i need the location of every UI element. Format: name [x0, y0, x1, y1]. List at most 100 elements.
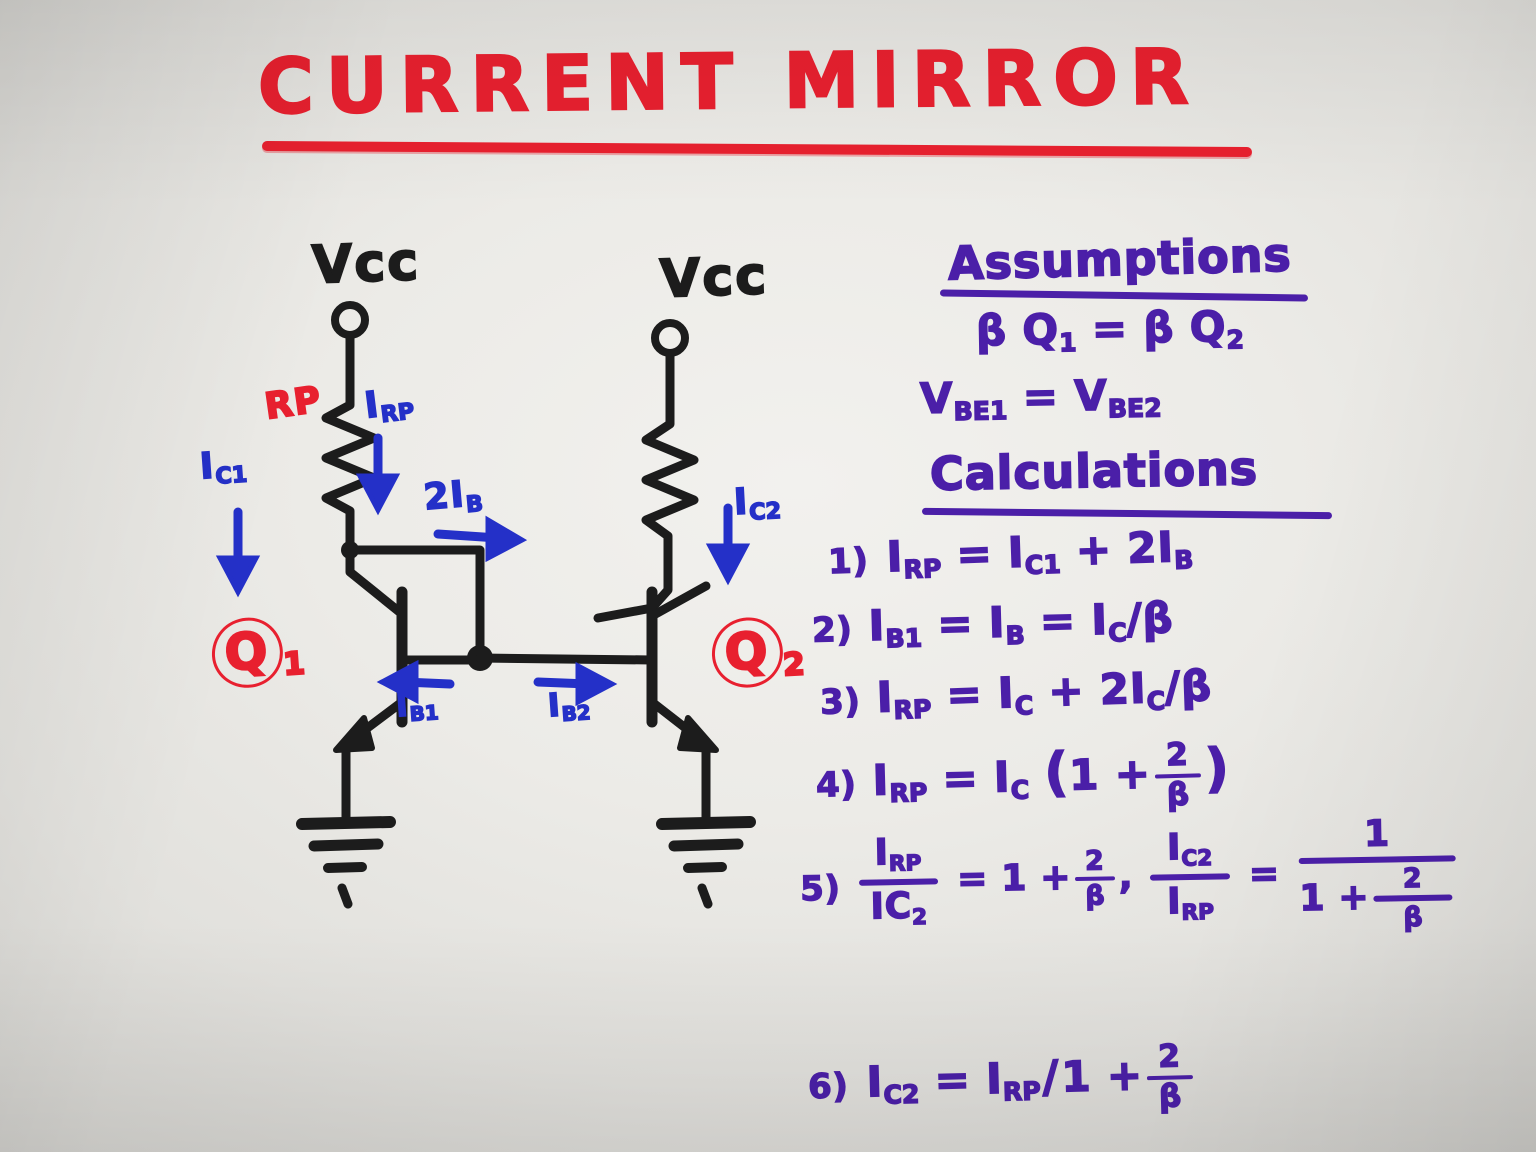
step-5-f1-top-sub: RP [888, 850, 922, 877]
irp-subscript: RP [379, 398, 417, 429]
q1-emitter-arrow [333, 715, 375, 753]
step-3-lhs-sub: RP [892, 694, 932, 726]
step-5-f3-inner-top: 2 [1402, 862, 1423, 895]
step-2-body-sub: B [1004, 620, 1026, 651]
assumption-beta-line: β Q1 = β Q2 [975, 301, 1246, 358]
step-5-fraction-2: IC2 IRP [1150, 826, 1231, 926]
step-3-tail: + 2I [1047, 663, 1148, 717]
vcc-terminal-left [331, 301, 369, 339]
step-2-tail-sub: C [1107, 617, 1128, 648]
step-4-number: 4) [815, 764, 858, 806]
twoib-subscript: B [464, 490, 485, 519]
step-5-eq2: = [1248, 853, 1281, 896]
ic2-symbol: I [732, 481, 751, 524]
wire-q2-collector-lead [647, 581, 711, 621]
step-5-f1-top: IRP [873, 831, 922, 877]
step-1-body: = I [955, 527, 1026, 580]
step-5-number: 5) [799, 868, 841, 910]
step-5-f1-top-sym: I [873, 831, 890, 874]
label-current-ic1: IC1 [198, 445, 249, 491]
step-2-lhs-sub: B1 [884, 623, 923, 654]
ic1-subscript: C1 [214, 461, 249, 491]
ground-symbol-left [296, 816, 396, 909]
label-current-ic2: IC2 [732, 481, 783, 527]
arrow-2ib [433, 515, 528, 563]
label-current-ib2: IB2 [546, 685, 592, 727]
ib1-subscript: B1 [408, 700, 440, 727]
step-1-tail-sub: B [1173, 544, 1195, 575]
assumptions-heading: Assumptions [946, 227, 1293, 292]
step-2-tail2: /β [1125, 593, 1175, 645]
step-5-fs-bottom: β [1084, 880, 1106, 913]
vbe-equals: = [1022, 371, 1060, 422]
step-3-body: = I [945, 667, 1016, 720]
step-1-number: 1) [827, 540, 870, 583]
beta-q1: β Q [975, 304, 1060, 356]
step-5-f1-bottom: IC2 [870, 885, 929, 931]
step-5-f3-top: 1 [1363, 813, 1391, 856]
step-4-lhs-sub: RP [888, 777, 928, 809]
step-4-one-plus: 1 + [1068, 748, 1152, 801]
ic1-symbol: I [198, 445, 217, 489]
wire-q1-collector [345, 547, 407, 619]
ground-symbol-right [656, 816, 756, 909]
vcc-terminal-right [651, 319, 689, 357]
step-5-fraction-3: 1 1 + 2 β [1298, 813, 1457, 934]
step-6-eq-sub: RP [1002, 1076, 1042, 1107]
arrow-ib1 [376, 659, 455, 705]
vbe1-sub: BE1 [953, 395, 1009, 427]
q2-letter: Q [722, 620, 772, 683]
vbe2: V [1073, 370, 1109, 421]
step-5-f3-inner-bar [1373, 894, 1453, 902]
title-underline [261, 140, 1253, 158]
label-current-irp: IRP [362, 383, 417, 430]
label-resistor-rp: RP [261, 378, 325, 429]
step-2-number: 2) [811, 609, 854, 651]
step-3-lhs: I [875, 672, 895, 723]
label-current-ib1: IB1 [394, 685, 440, 727]
assumption-vbe-line: VBE1 = VBE2 [919, 370, 1163, 427]
step-5-comma: , [1118, 855, 1135, 898]
q2-subscript: 2 [781, 645, 807, 684]
wire-q2-collector [593, 603, 657, 623]
label-current-2ib: 2IB [421, 473, 485, 520]
step-1-row: 1) IRP = IC1 + 2IB [827, 522, 1195, 585]
step-2-tail: = I [1039, 594, 1110, 646]
step-5-f2-bottom-sym: I [1166, 880, 1182, 923]
page-title: CURRENT MIRROR [256, 31, 1202, 132]
step-6-tail: 1 + [1060, 1050, 1144, 1103]
beta-equals: = [1091, 303, 1129, 354]
step-5-f2-bottom-sub: RP [1181, 899, 1215, 926]
step-4-frac-bottom: β [1166, 776, 1192, 814]
step-5-f3-bottom-pre: 1 + [1298, 876, 1370, 920]
beta-q1-sub: 1 [1058, 327, 1078, 358]
step-5-fraction-1: IRP IC2 [858, 831, 939, 931]
label-vcc-left: Vcc [310, 231, 422, 297]
step-2-lhs: I [867, 600, 886, 651]
step-3-body-sub: C [1014, 690, 1035, 721]
calculations-underline [921, 507, 1333, 520]
ic2-subscript: C2 [748, 497, 783, 526]
step-4-paren-open: ( [1043, 741, 1071, 804]
step-1-lhs: I [885, 531, 905, 582]
vbe2-sub: BE2 [1107, 393, 1163, 424]
q1-subscript: 1 [281, 644, 307, 684]
arrow-ic1 [215, 507, 261, 598]
beta-q2-sub: 2 [1226, 324, 1246, 355]
step-5-f3-bottom: 1 + 2 β [1298, 862, 1457, 934]
step-4-paren-close: ) [1203, 737, 1231, 800]
q1-letter: Q [222, 620, 273, 683]
step-6-number: 6) [807, 1066, 850, 1108]
step-5-f3-inner-bot: β [1402, 901, 1424, 934]
step-5-f3-bar [1298, 855, 1456, 864]
arrow-irp [355, 433, 401, 516]
step-3-number: 3) [819, 681, 862, 724]
step-1-lhs-sub: RP [902, 553, 942, 585]
